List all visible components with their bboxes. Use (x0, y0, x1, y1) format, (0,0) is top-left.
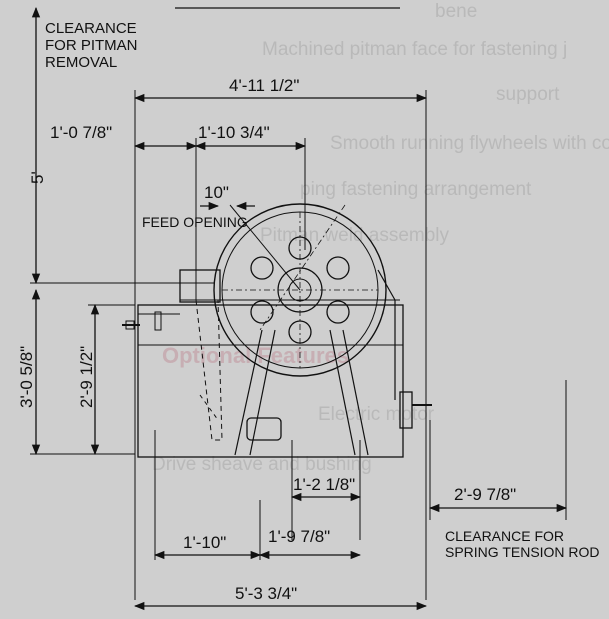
feed-width-dimension: 10" (204, 183, 229, 202)
clearance-pitman-label: CLEARANCE FOR PITMAN REMOVAL (45, 20, 138, 71)
spring-housing (399, 391, 413, 429)
bg-heading: Optional Features (162, 343, 350, 368)
flywheel-hole (250, 256, 274, 280)
base-height-dimension: 3'-0 5/8" (17, 345, 36, 408)
bg-text-fragment: bene (435, 1, 478, 22)
base-mid-dimension: 1'-9 7/8" (268, 527, 331, 546)
motor-box (246, 417, 282, 441)
rear-offset-dimension: 1'-2 1/8" (293, 475, 356, 494)
bg-text-line: ping fastening arrangement (300, 179, 532, 200)
base-left-dimension: 1'-10" (183, 533, 227, 552)
overall-bottom-dimension: 5'-3 3/4" (235, 584, 298, 603)
flywheel-offset-dimension: 1'-10 3/4" (198, 123, 270, 142)
left-offset-dimension: 1'-0 7/8" (50, 123, 113, 142)
bg-text-line: support (496, 84, 560, 105)
bg-text-line: Machined pitman face for fastening j (262, 39, 568, 60)
overall-top-dimension: 4'-11 1/2" (229, 76, 300, 95)
flywheel-hole (250, 300, 274, 324)
feed-opening-label: FEED OPENING (142, 214, 248, 230)
jaw-profile-dashed (195, 299, 223, 441)
bg-text-line: Smooth running flywheels with comp (330, 133, 609, 154)
flywheel-hole (326, 256, 350, 280)
bg-text-line: Electric motor (318, 404, 435, 425)
clearance-spring-label: CLEARANCE FOR SPRING TENSION ROD (445, 528, 600, 560)
bolt-detail (154, 311, 162, 331)
spring-clearance-dimension: 2'-9 7/8" (454, 485, 517, 504)
flywheel-outer (213, 203, 387, 377)
bg-text-line: Drive sheave and bushing (152, 454, 372, 475)
flywheel-hole (326, 300, 350, 324)
frame-height-dimension: 2'-9 1/2" (77, 345, 96, 408)
height-5ft-dimension: 5' (28, 171, 47, 184)
bearing-block (179, 269, 221, 303)
